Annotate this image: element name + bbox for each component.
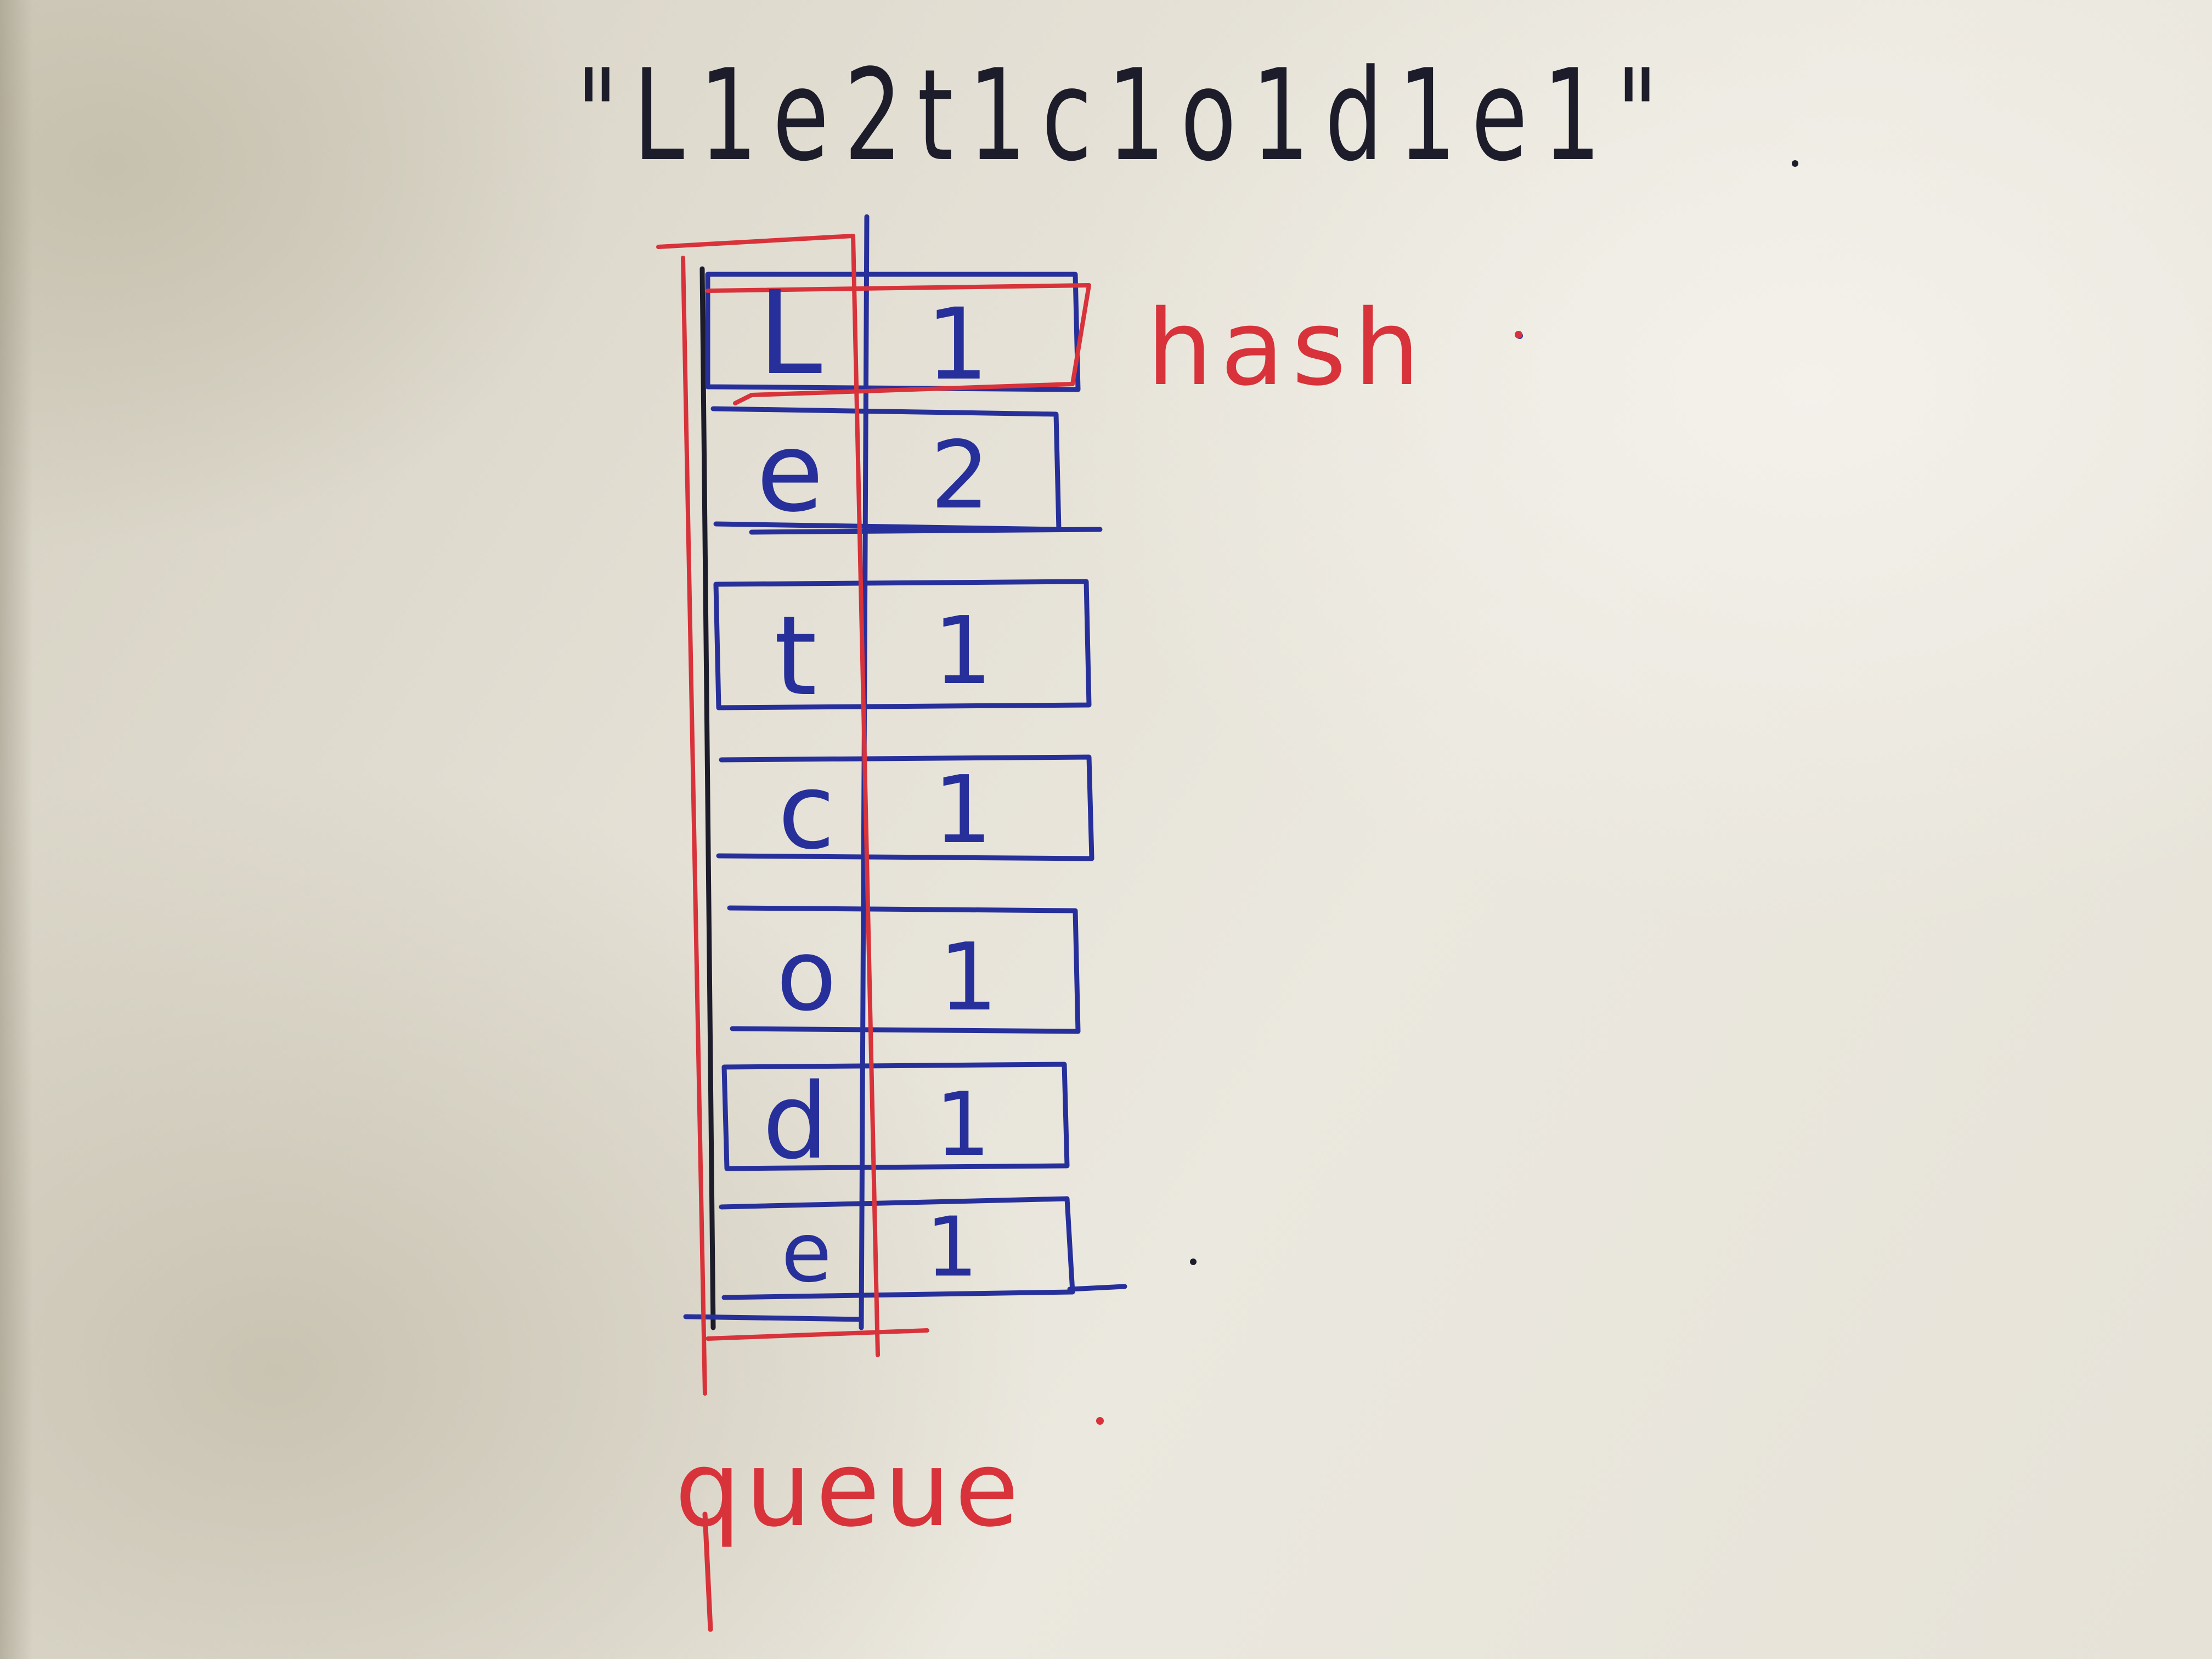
string-label: "L1e2t1c1o1d1e1" bbox=[576, 43, 1673, 189]
hash-label: hash bbox=[1147, 287, 1427, 409]
char-cell: t bbox=[774, 592, 817, 720]
count-cell: 1 bbox=[939, 923, 998, 1032]
queue-outline bbox=[656, 234, 880, 1357]
red-annotations bbox=[656, 234, 1091, 1396]
char-cell: d bbox=[763, 1061, 829, 1182]
table-left-edge bbox=[699, 266, 716, 1330]
char-cell: e bbox=[781, 1205, 832, 1301]
row-box bbox=[716, 754, 1094, 861]
page-edge-shadow bbox=[0, 0, 33, 1659]
char-cell: c bbox=[778, 751, 835, 872]
count-cell: 2 bbox=[930, 421, 990, 530]
ink-dot bbox=[1190, 1259, 1197, 1265]
row-box bbox=[721, 1062, 1070, 1171]
table-stroke bbox=[683, 1314, 864, 1322]
hash-outline bbox=[706, 283, 1091, 405]
ink-dot bbox=[1096, 1417, 1104, 1425]
char-cell: o bbox=[776, 918, 837, 1033]
char-cell: L bbox=[758, 266, 822, 400]
row-box bbox=[727, 905, 1081, 1034]
table-stroke bbox=[749, 527, 1103, 535]
queue-outline bbox=[706, 1328, 929, 1341]
row-box bbox=[710, 406, 1062, 532]
char-cell: e bbox=[756, 409, 823, 537]
count-cell: 1 bbox=[935, 1073, 991, 1176]
table-stroke bbox=[1067, 1284, 1127, 1292]
count-cell: 1 bbox=[926, 1200, 978, 1295]
ink-dot bbox=[1515, 331, 1522, 338]
ink-dot bbox=[1792, 160, 1798, 167]
queue-outline bbox=[681, 256, 707, 1396]
row-box bbox=[705, 272, 1081, 392]
queue-label: queue bbox=[675, 1429, 1023, 1550]
count-cell: 1 bbox=[933, 756, 992, 865]
queue-q-tail bbox=[702, 1511, 713, 1632]
char-column: L e t c o d e bbox=[756, 266, 837, 1301]
count-cell: 1 bbox=[926, 287, 989, 402]
count-cell: 1 bbox=[933, 597, 992, 706]
row-box bbox=[719, 1196, 1075, 1300]
row-box bbox=[713, 579, 1092, 710]
count-column: 1 2 1 1 1 1 1 bbox=[926, 287, 998, 1295]
